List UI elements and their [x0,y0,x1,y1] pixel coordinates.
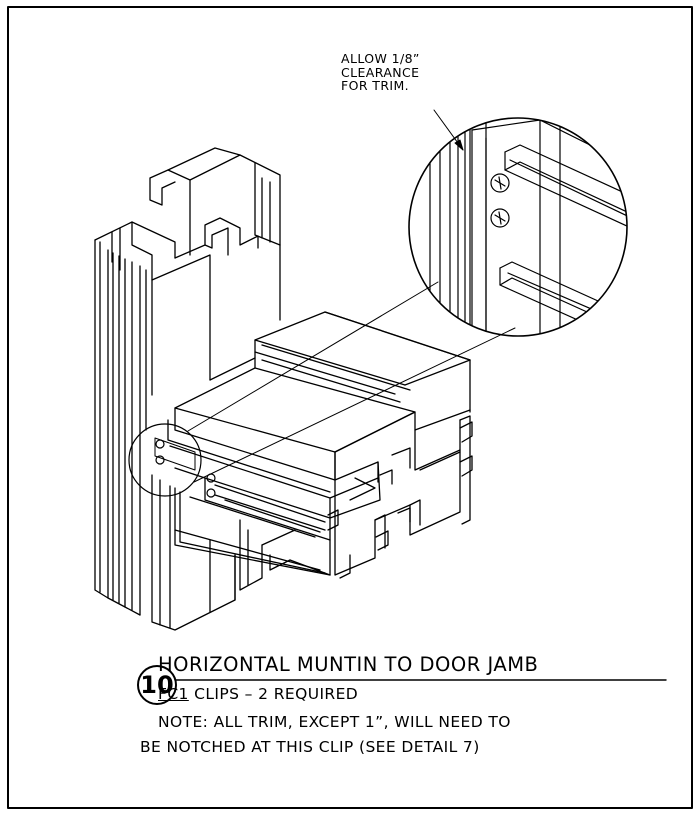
note-line-2: BE NOTCHED AT THIS CLIP (SEE DETAIL 7) [140,738,480,756]
detail-title: HORIZONTAL MUNTIN TO DOOR JAMB [158,653,539,676]
detail-number-bubble [137,665,177,705]
clip-code: FC1 [158,685,189,703]
enlargement-leader-upper [187,281,439,432]
clip-requirement: FC1 CLIPS – 2 REQUIRED [158,685,358,703]
clip-text: CLIPS – 2 REQUIRED [188,685,359,703]
door-jamb-extrusion [94,147,291,631]
detail-circle-small [128,423,202,497]
trim-clearance-callout: ALLOW 1/8” CLEARANCE FOR TRIM. [341,52,420,93]
callout-line-3: FOR TRIM. [341,78,410,93]
enlarged-detail-content [429,118,627,336]
callout-arrowhead [454,139,464,151]
horizontal-muntin-extrusion [167,311,473,579]
sheet-border [7,6,693,809]
callout-line-2: CLEARANCE [341,64,420,80]
detail-number: 10 [140,671,174,699]
note-line-1: NOTE: ALL TRIM, EXCEPT 1”, WILL NEED TO [158,713,511,731]
enlarged-detail-circle [408,117,628,337]
callout-line-1: ALLOW 1/8” [341,51,420,66]
clip-screws [154,437,216,498]
enlargement-leader-lower [193,327,516,483]
